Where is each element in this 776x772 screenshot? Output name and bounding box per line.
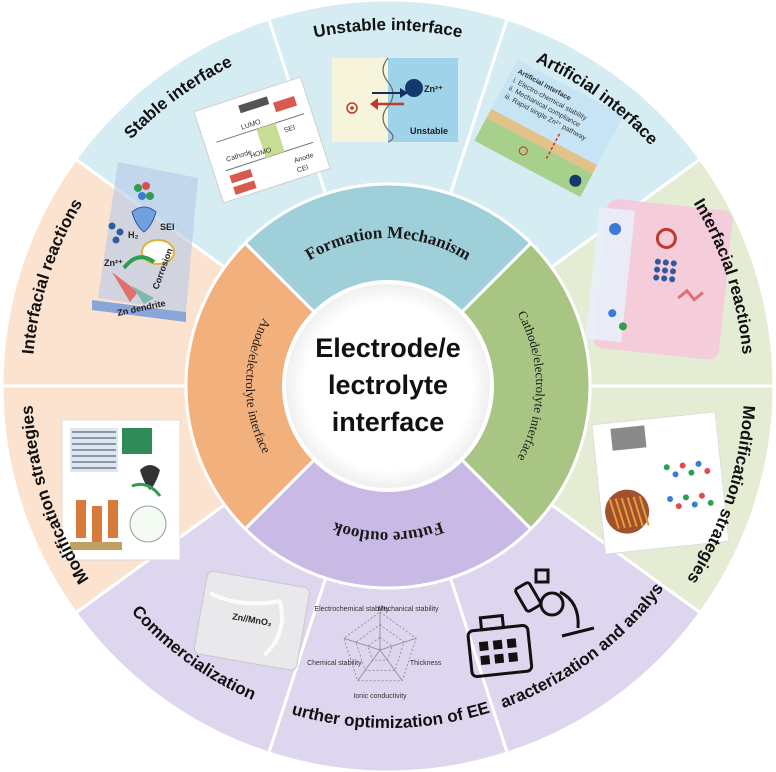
thumb-further-optimization-radar: Ionic conductivity Chemical stability Elec…: [307, 606, 442, 700]
svg-text:Chemical stability: Chemical stability: [307, 660, 362, 667]
center-title-line-2: lectrolyte: [328, 370, 448, 400]
thumb-unstable-interface: Zn²⁺ Unstable: [332, 57, 458, 143]
svg-text:SEI: SEI: [160, 222, 175, 232]
thumb-characterization-icons: [466, 568, 595, 679]
center-title-line-3: interface: [332, 407, 445, 437]
svg-text:Electrochemical stability: Electrochemical stability: [314, 606, 389, 613]
svg-text:H₂: H₂: [128, 230, 139, 240]
thumb-cathode-modification-strategies: [591, 411, 730, 555]
control-panel-icon: [466, 613, 534, 679]
center-title-line-1: Electrode/e: [315, 333, 461, 363]
svg-text:Thickness: Thickness: [410, 660, 442, 667]
zn-ion-icon: [405, 79, 423, 97]
microscope-icon: [514, 568, 595, 638]
thumb-cathode-interfacial-reactions: [585, 199, 733, 360]
svg-text:Unstable: Unstable: [410, 126, 448, 136]
svg-text:Mechanical stability: Mechanical stability: [378, 606, 439, 613]
center-circle: [282, 280, 494, 492]
svg-text:CEI: CEI: [296, 164, 309, 174]
svg-text:Ionic conductivity: Ionic conductivity: [353, 693, 407, 700]
thumb-anode-modification-strategies: [61, 419, 181, 561]
svg-text:Zn²⁺: Zn²⁺: [104, 258, 123, 268]
svg-text:Zn²⁺: Zn²⁺: [424, 84, 443, 94]
svg-text:SEI: SEI: [283, 124, 296, 134]
thumb-commercialization: Zn//MnO₂: [193, 570, 310, 671]
